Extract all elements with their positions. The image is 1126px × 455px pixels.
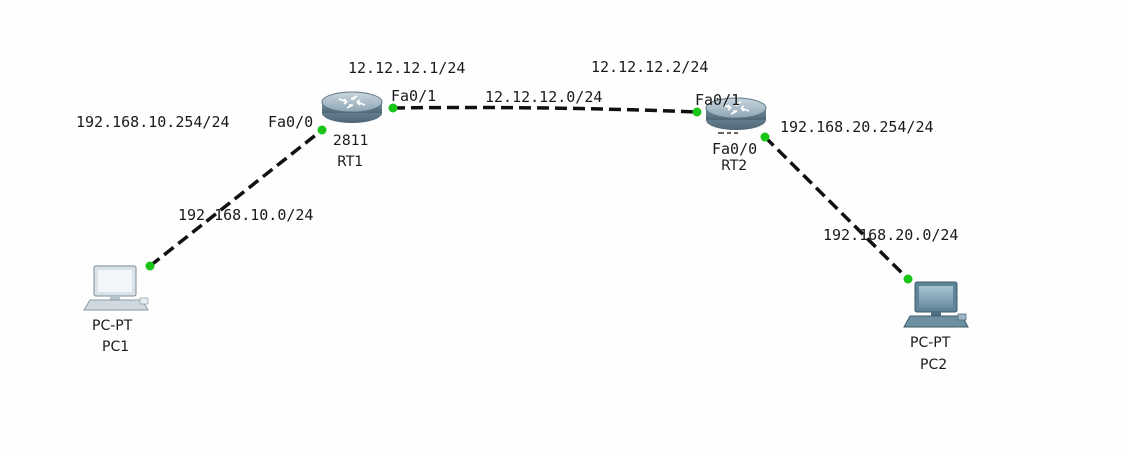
rt2-fa01-label: Fa0/1	[695, 91, 741, 109]
pc1-name-label: PC1	[102, 339, 130, 355]
port-rt1-fa01-status	[388, 103, 398, 113]
rt1-fa01-label: Fa0/1	[391, 87, 437, 105]
rt2-lan-ip-label: 192.168.20.254/24	[780, 118, 934, 136]
port-rt1-fa00-status	[317, 125, 327, 135]
pc2-name-label: PC2	[920, 357, 948, 373]
pc2-model-label: PC-PT	[910, 335, 951, 351]
pc1-model-label: PC-PT	[92, 318, 133, 334]
lan1-network-label: 192.168.10.0/24	[178, 206, 314, 224]
port-rt2-fa01-status	[692, 107, 702, 117]
pc1-computer-icon[interactable]	[83, 265, 149, 311]
lan2-network-label: 192.168.20.0/24	[823, 226, 959, 244]
wan-network-label: 12.12.12.0/24	[485, 88, 603, 106]
rt1-fa00-label: Fa0/0	[268, 113, 314, 131]
rt2-name-label: RT2	[721, 158, 748, 174]
link-rt1-rt2[interactable]	[392, 105, 698, 114]
router-rt1-icon[interactable]	[321, 91, 383, 123]
rt1-wan-ip-label: 12.12.12.1/24	[348, 59, 466, 77]
link-rt2-pc2[interactable]	[763, 135, 910, 281]
rt1-name-label: RT1	[337, 154, 364, 170]
pc2-computer-icon[interactable]	[903, 281, 969, 328]
rt2-fa00-label: Fa0/0	[712, 140, 758, 158]
port-pc1-status	[145, 261, 155, 271]
port-pc2-status	[903, 274, 913, 284]
router-rt2-icon[interactable]	[705, 97, 767, 134]
rt2-wan-ip-label: 12.12.12.2/24	[591, 58, 709, 76]
link-pc1-rt1[interactable]	[148, 128, 324, 268]
port-rt2-fa00-status	[760, 132, 770, 142]
rt1-lan-ip-label: 192.168.10.254/24	[76, 113, 230, 131]
rt1-model-label: 2811	[333, 133, 369, 149]
